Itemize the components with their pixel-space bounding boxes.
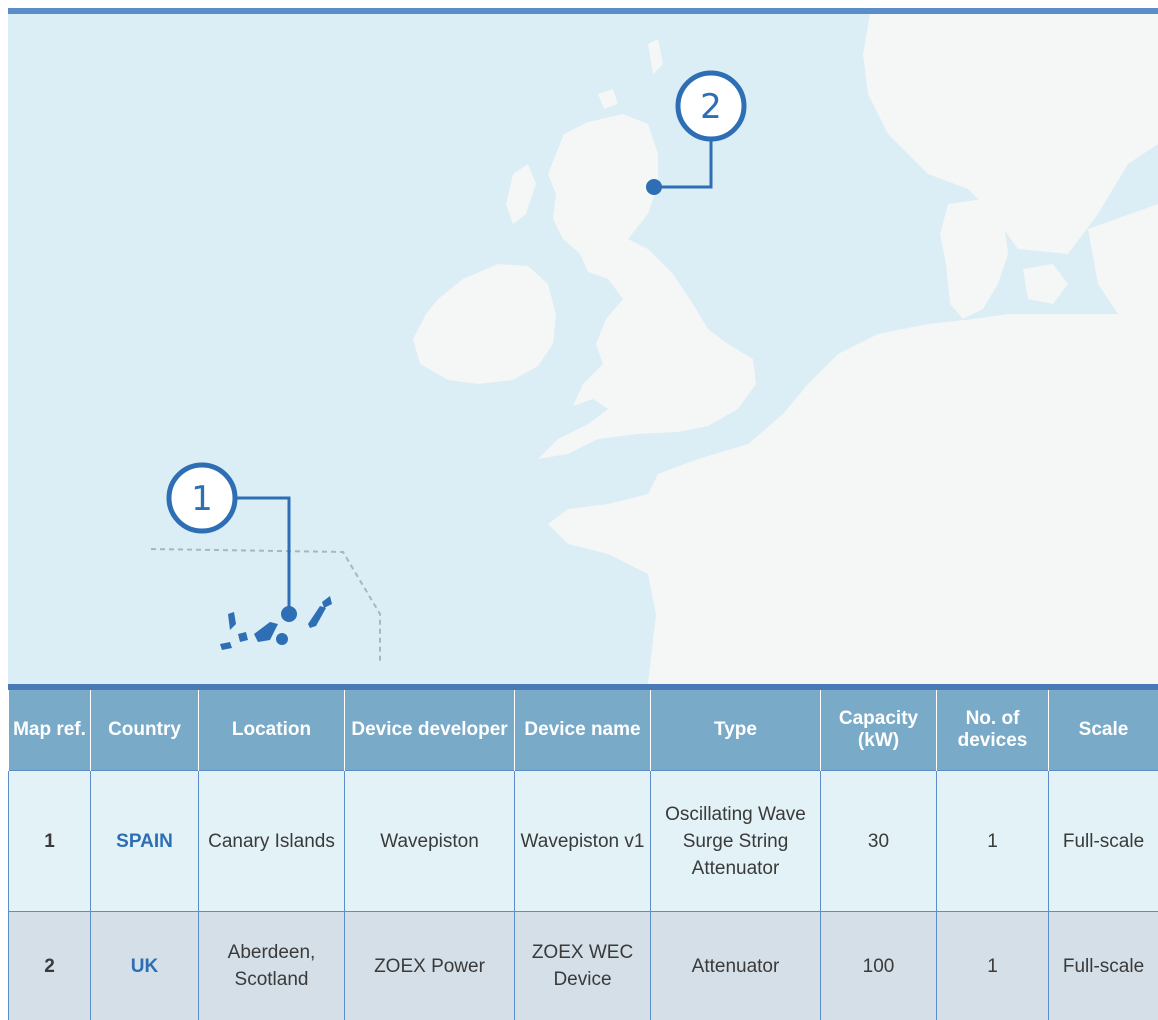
cell-no-of-devices: 1 bbox=[936, 770, 1049, 912]
island-la-gomera bbox=[238, 632, 248, 642]
island-lanzarote bbox=[322, 596, 332, 608]
land-hebrides bbox=[506, 164, 536, 224]
marker-1-label: 1 bbox=[191, 479, 213, 519]
cell-location: Aberdeen, Scotland bbox=[198, 911, 345, 1020]
land-denmark bbox=[940, 199, 1008, 319]
cell-device-name: ZOEX WEC Device bbox=[514, 911, 651, 1020]
cell-device-developer: ZOEX Power bbox=[344, 911, 515, 1020]
cell-device-name: Wavepiston v1 bbox=[514, 770, 651, 912]
cell-device-developer: Wavepiston bbox=[344, 770, 515, 912]
island-fuerteventura bbox=[308, 606, 326, 628]
land-orkney bbox=[598, 89, 618, 109]
header-device-developer: Device developer bbox=[344, 690, 515, 771]
land-continent bbox=[548, 314, 1158, 684]
header-map-ref: Map ref. bbox=[8, 690, 91, 771]
island-gran-canaria bbox=[276, 633, 288, 645]
cell-country: UK bbox=[90, 911, 199, 1020]
cell-map-ref: 2 bbox=[8, 911, 91, 1020]
header-no-of-devices: No. of devices bbox=[936, 690, 1049, 771]
cell-capacity: 30 bbox=[820, 770, 937, 912]
map-table-divider bbox=[8, 684, 1158, 690]
land-sweden bbox=[1088, 204, 1158, 314]
projects-table: Map ref. Country Location Device develop… bbox=[8, 690, 1158, 1020]
cell-capacity: 100 bbox=[820, 911, 937, 1020]
table-row: 2 UK Aberdeen, Scotland ZOEX Power ZOEX … bbox=[8, 911, 1158, 1020]
header-location: Location bbox=[198, 690, 345, 771]
cell-no-of-devices: 1 bbox=[936, 911, 1049, 1020]
land-shetland bbox=[648, 39, 663, 74]
cell-scale: Full-scale bbox=[1048, 911, 1158, 1020]
table-row: 1 SPAIN Canary Islands Wavepiston Wavepi… bbox=[8, 770, 1158, 912]
marker-1-circle bbox=[166, 462, 238, 534]
marker-2-circle bbox=[675, 70, 747, 142]
island-tenerife bbox=[254, 622, 278, 642]
canary-islands bbox=[220, 596, 332, 650]
land-zealand bbox=[1023, 264, 1068, 304]
europe-map: 1 2 bbox=[150, 14, 1158, 684]
header-type: Type bbox=[650, 690, 821, 771]
marker-2-leader bbox=[654, 140, 713, 189]
land-great-britain bbox=[538, 114, 756, 459]
marker-1-leader bbox=[236, 496, 291, 614]
land-ireland bbox=[413, 264, 556, 384]
marker-2-label: 2 bbox=[700, 87, 722, 127]
island-el-hierro bbox=[220, 642, 232, 650]
header-scale: Scale bbox=[1048, 690, 1158, 771]
cell-type: Attenuator bbox=[650, 911, 821, 1020]
cell-scale: Full-scale bbox=[1048, 770, 1158, 912]
page-frame: 1 2 Map ref. Country Location Device dev… bbox=[8, 8, 1158, 1020]
island-la-palma bbox=[228, 612, 236, 630]
header-capacity: Capacity (kW) bbox=[820, 690, 937, 771]
cell-type: Oscillating Wave Surge String Attenuator bbox=[650, 770, 821, 912]
top-rule bbox=[8, 8, 1158, 14]
map-marker-2[interactable]: 2 bbox=[646, 70, 747, 195]
header-country: Country bbox=[90, 690, 199, 771]
land-norway bbox=[863, 14, 1158, 254]
header-device-name: Device name bbox=[514, 690, 651, 771]
map-panel: 1 2 bbox=[8, 14, 1158, 684]
table-header-row: Map ref. Country Location Device develop… bbox=[8, 690, 1158, 771]
cell-country: SPAIN bbox=[90, 770, 199, 912]
map-marker-1[interactable]: 1 bbox=[166, 462, 297, 622]
cell-location: Canary Islands bbox=[198, 770, 345, 912]
maritime-boundary bbox=[150, 548, 381, 664]
marker-1-point bbox=[281, 606, 297, 622]
cell-map-ref: 1 bbox=[8, 770, 91, 912]
marker-2-point bbox=[646, 179, 662, 195]
